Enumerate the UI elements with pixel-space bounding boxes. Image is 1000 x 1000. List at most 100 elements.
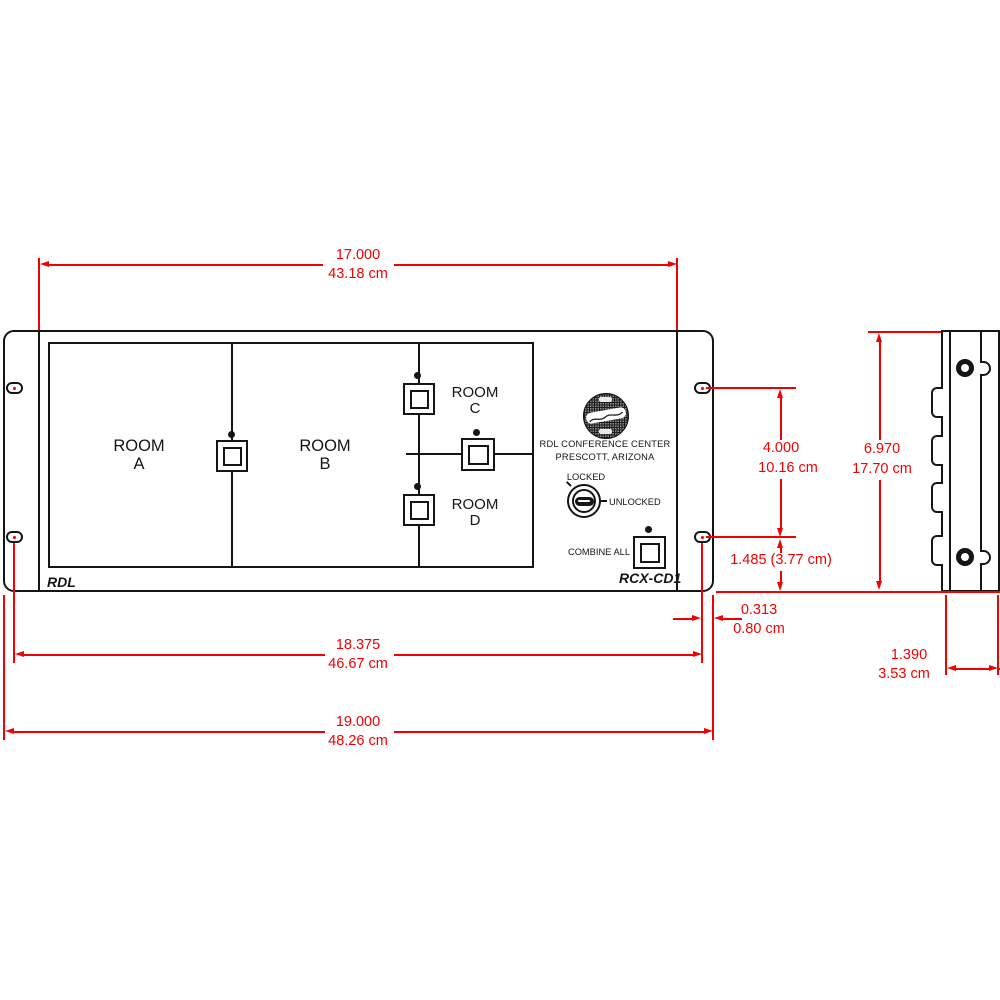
indicator-dot-mid — [473, 429, 480, 436]
dimension-arrow — [777, 528, 783, 537]
dim-holes-inch: 18.375 — [335, 637, 381, 653]
ext-line — [997, 595, 999, 675]
dimension-line — [49, 264, 323, 266]
key-switch — [567, 484, 601, 518]
dimension-tail — [673, 618, 692, 620]
dimension-arrow — [947, 665, 956, 671]
hole-center-dot — [701, 386, 704, 390]
dim-edge-cm: 0.80 cm — [733, 621, 785, 637]
side-screw-top — [956, 359, 974, 377]
dimension-line — [394, 654, 693, 656]
mounting-hole-top-left — [6, 382, 23, 394]
dimension-line — [394, 731, 704, 733]
side-screw-bottom — [956, 548, 974, 566]
logo-top-pill — [599, 397, 612, 402]
logo-bottom-pill — [599, 429, 612, 434]
button-cap — [467, 444, 489, 465]
dimension-arrow — [777, 539, 783, 548]
dimension-arrow — [777, 582, 783, 591]
button-cap — [409, 500, 429, 520]
dimension-line — [998, 668, 1000, 670]
dim-depth-cm: 3.53 cm — [878, 666, 930, 682]
ext-line — [38, 258, 40, 330]
dimension-line — [780, 398, 782, 440]
dim-edge-inch: 0.313 — [740, 602, 778, 618]
room-bc-combine-button — [461, 438, 495, 471]
dim-holebottom: 1.485 (3.77 cm) — [730, 552, 832, 568]
dim-opening-inch: 17.000 — [335, 247, 381, 263]
side-connector-bump-1 — [931, 387, 943, 418]
side-clip-bottom — [980, 550, 991, 565]
dimension-tail — [723, 618, 742, 620]
ext-line — [701, 543, 703, 663]
hole-center-dot — [13, 386, 16, 390]
engraving-line2: PRESCOTT, ARIZONA — [555, 452, 655, 462]
side-connector-bump-2 — [931, 435, 943, 466]
dimension-arrow — [989, 665, 998, 671]
dim-holes-cm: 46.67 cm — [328, 656, 388, 672]
dimension-line — [24, 654, 325, 656]
dimension-arrow — [15, 651, 24, 657]
dimension-arrow — [5, 728, 14, 734]
dimension-line — [879, 342, 881, 440]
dimension-line — [879, 480, 881, 581]
engraving-line1: RDL CONFERENCE CENTER — [539, 439, 671, 449]
dim-holespan-cm: 10.16 cm — [758, 460, 818, 476]
dimension-arrow — [668, 261, 677, 267]
side-view-body — [949, 330, 1000, 592]
hole-center-dot — [13, 535, 16, 539]
ext-line — [868, 331, 941, 333]
ext-line — [706, 536, 796, 538]
ext-line — [945, 595, 947, 675]
room-d-combine-button — [403, 494, 435, 526]
rdl-logo — [583, 393, 629, 439]
rack-ear-fold-left — [38, 332, 40, 590]
indicator-dot-combine — [645, 526, 652, 533]
button-cap — [639, 542, 660, 563]
dim-depth-inch: 1.390 — [890, 647, 928, 663]
combine-all-button — [633, 536, 666, 569]
dimension-line — [780, 479, 782, 528]
key-slot — [574, 496, 594, 506]
hole-center-dot — [701, 535, 704, 539]
dimension-arrow — [876, 333, 882, 342]
brand-label: RDL — [47, 574, 76, 590]
dimension-line — [394, 264, 668, 266]
dim-opening-cm: 43.18 cm — [328, 266, 388, 282]
ext-line — [3, 595, 5, 740]
dim-height-inch: 6.970 — [863, 441, 901, 457]
unlocked-tick — [601, 500, 607, 502]
ext-line — [712, 595, 714, 740]
logo-script-squiggle — [589, 411, 624, 423]
room-ab-combine-button — [216, 440, 248, 472]
ext-line — [716, 591, 1000, 593]
dimension-arrow — [876, 581, 882, 590]
indicator-dot-ab — [228, 431, 235, 438]
side-connector-bump-3 — [931, 482, 943, 513]
side-connector-bump-4 — [931, 535, 943, 566]
side-clip-top — [980, 361, 991, 376]
ext-line — [13, 543, 15, 663]
dimension-arrow — [40, 261, 49, 267]
logo-script-band — [585, 406, 627, 425]
dimension-line — [780, 548, 782, 553]
dim-overall-inch: 19.000 — [335, 714, 381, 730]
indicator-dot-d — [414, 483, 421, 490]
room-divider-cd — [418, 344, 420, 566]
dimension-arrow — [704, 728, 713, 734]
dimension-line — [14, 731, 325, 733]
dimension-arrow — [777, 389, 783, 398]
side-view-inner-line — [980, 332, 982, 590]
ext-line — [706, 387, 796, 389]
dim-holespan-inch: 4.000 — [762, 440, 800, 456]
dimension-arrow — [692, 615, 701, 621]
key-switch-ring — [572, 489, 596, 513]
dim-overall-cm: 48.26 cm — [328, 733, 388, 749]
combine-all-label: COMBINE ALL — [567, 547, 630, 557]
locked-label: LOCKED — [566, 472, 606, 482]
model-label: RCX-CD1 — [619, 570, 682, 586]
